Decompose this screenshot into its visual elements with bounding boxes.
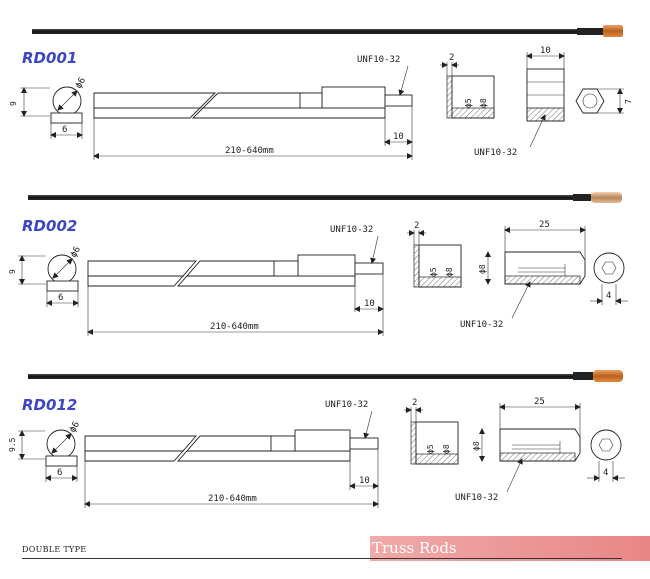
section-rd002: RD002 ϕ6 9 6 UNF10-32 10 210-640mm (8, 192, 628, 336)
footer-title: Truss Rods (372, 539, 457, 557)
width-label: 6 (62, 125, 67, 135)
end-length-label: 10 (364, 299, 375, 309)
width-label: 6 (57, 468, 62, 478)
inner-diameter-label: ϕ5 (464, 98, 473, 108)
nut-thread-label: UNF10-32 (455, 493, 498, 503)
nut-length-label: 10 (540, 46, 551, 56)
diameter-label: ϕ6 (74, 76, 88, 90)
inner-diameter-label: ϕ5 (429, 267, 438, 277)
thread-label: UNF10-32 (325, 400, 368, 410)
nut-thread-label: UNF10-32 (460, 320, 503, 330)
end-length-label: 10 (359, 476, 370, 486)
inner-diameter-label: ϕ5 (426, 444, 435, 454)
end-length-label: 10 (393, 132, 404, 142)
section-rd012: RD012 ϕ6 9.5 6 UNF10-32 10 210-640mm (8, 370, 625, 508)
hex-label: 4 (606, 291, 611, 301)
height-label: 9 (8, 269, 17, 274)
rod-photo-1 (32, 25, 623, 37)
width-label: 6 (58, 293, 63, 303)
overall-length-label: 210-640mm (210, 322, 259, 332)
outer-diameter-label: ϕ8 (479, 98, 488, 108)
model-code: RD001 (22, 49, 77, 67)
outer-diameter-label: ϕ8 (478, 264, 487, 274)
section-rd001: RD001 ϕ6 9 6 UNF10-32 10 210- (9, 25, 633, 160)
wall-label: 2 (414, 221, 419, 231)
footer-type-label: DOUBLE TYPE (22, 545, 87, 554)
nut-thread-label: UNF10-32 (474, 148, 517, 158)
hex-label: 7 (624, 99, 633, 104)
nut-length-label: 25 (539, 220, 550, 230)
overall-length-label: 210-640mm (225, 146, 274, 156)
nut-length-label: 25 (534, 397, 545, 407)
thread-label: UNF10-32 (330, 225, 373, 235)
outer-diameter-label: ϕ8 (442, 444, 451, 454)
model-code: RD002 (22, 217, 77, 235)
rod-photo-3 (28, 370, 623, 382)
outer-diameter-label: ϕ8 (445, 267, 454, 277)
diameter-label: ϕ6 (68, 420, 82, 434)
footer-title-bar (370, 536, 650, 561)
wall-label: 2 (449, 53, 454, 63)
model-code: RD012 (22, 396, 77, 414)
wall-label: 2 (412, 398, 417, 408)
height-label: 9 (9, 101, 18, 106)
footer-rule (22, 558, 622, 559)
rod-photo-2 (28, 192, 622, 203)
height-label: 9.5 (8, 437, 17, 452)
diameter-label: ϕ6 (69, 245, 83, 259)
thread-label: UNF10-32 (357, 55, 400, 65)
hex-label: 4 (603, 468, 608, 478)
overall-length-label: 210-640mm (208, 494, 257, 504)
outer-diameter-label: ϕ8 (472, 441, 481, 451)
